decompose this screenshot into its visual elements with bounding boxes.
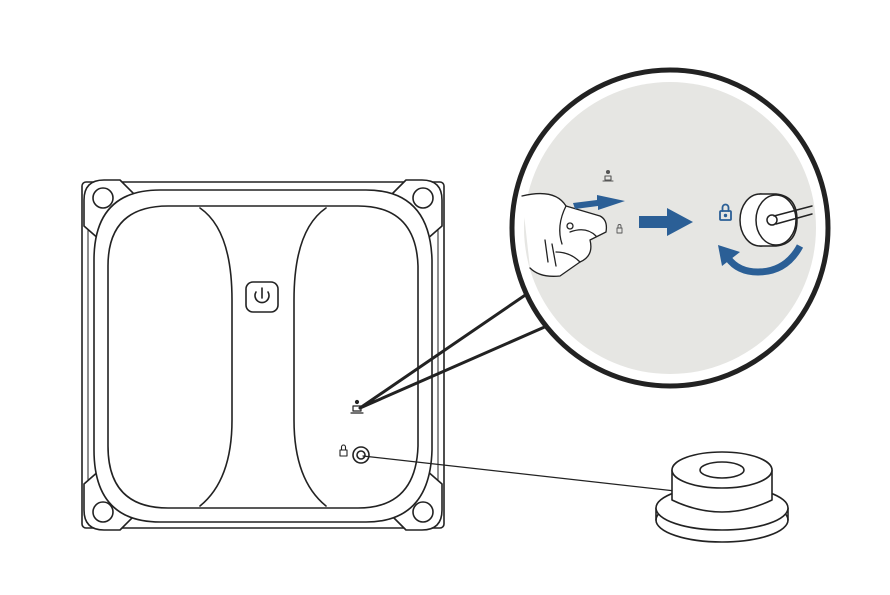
next-step-arrow-icon (639, 208, 693, 236)
window-robot (81, 179, 445, 531)
cable-spool (655, 451, 789, 543)
panel-right-edge (293, 207, 327, 507)
robot-inner-body (107, 205, 419, 509)
callout-pointer (358, 283, 558, 410)
corner-hole (412, 501, 434, 523)
lock-icon (339, 444, 348, 457)
rotate-arrow-icon (718, 244, 804, 276)
hand-pressing-illustration (521, 192, 608, 277)
push-arrow-icon (573, 195, 625, 210)
small-lock-icon (616, 224, 623, 234)
person-icon (602, 169, 614, 182)
robot-body (93, 189, 433, 523)
corner-hole (92, 187, 114, 209)
corner-hole (92, 501, 114, 523)
safety-cable (362, 455, 685, 493)
cable-port (352, 446, 370, 464)
power-icon (254, 287, 270, 304)
panel-left-edge (199, 207, 233, 507)
cable-port-inner (356, 450, 366, 460)
lock-icon (719, 203, 732, 221)
callout-magnifier (509, 67, 831, 389)
cable-lock-knob (739, 193, 813, 247)
power-button[interactable] (245, 281, 279, 313)
corner-hole (412, 187, 434, 209)
